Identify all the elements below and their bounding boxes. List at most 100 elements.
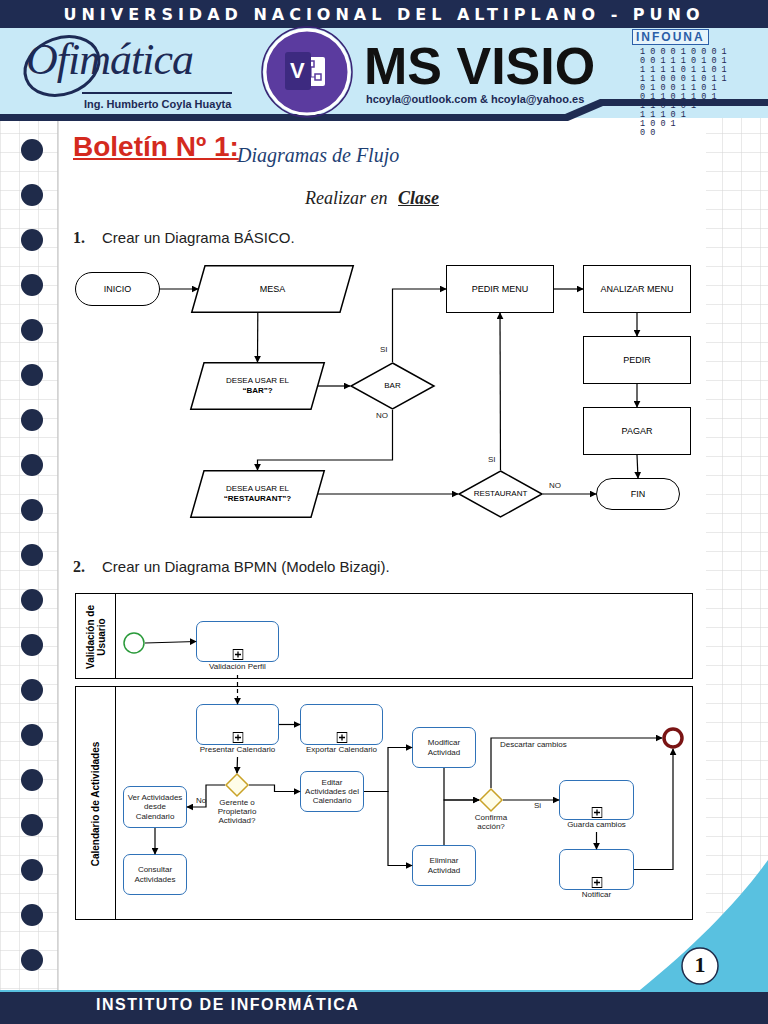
binding-hole xyxy=(21,904,43,926)
node-text: ANALIZAR MENU xyxy=(600,284,673,295)
node-text: PEDIR xyxy=(623,355,651,366)
decision-diamond: RESTAURANT xyxy=(458,470,543,518)
binding-hole xyxy=(21,634,43,656)
node-text: INICIO xyxy=(104,284,132,295)
binding-hole xyxy=(21,319,43,341)
bulletin-title: Boletín Nº 1: xyxy=(73,131,239,163)
binding-hole xyxy=(21,724,43,746)
connector xyxy=(543,493,596,494)
footer-text: INSTITUTO DE INFORMÁTICA xyxy=(96,996,359,1014)
visio-tile xyxy=(285,52,311,90)
shape-outline xyxy=(225,773,249,797)
node-text: PAGAR xyxy=(622,426,653,437)
node-label: Presentar Calendario xyxy=(188,745,288,754)
lane-title: Validación de Usuario xyxy=(78,598,114,676)
binding-hole xyxy=(21,139,43,161)
marker-plus xyxy=(594,812,600,813)
top-band xyxy=(0,0,768,28)
exercise-number: 1. xyxy=(73,229,85,247)
task-box: Exportar Calendario xyxy=(300,704,383,745)
binding-hole xyxy=(21,184,43,206)
visio-icon xyxy=(265,30,349,114)
contact-email: hcoyla@outlook.com & hcoyla@yahoo.es xyxy=(366,93,584,105)
node-text: Editar Actividades del Calendario xyxy=(303,778,361,806)
node-text-area: Editar Actividades del Calendario xyxy=(301,772,363,811)
subprocess-marker xyxy=(591,807,602,818)
data-parallelogram: DESEA USAR EL“BAR”? xyxy=(190,362,325,410)
author-name: Ing. Humberto Coyla Huayta xyxy=(84,98,231,110)
node-text: Consultar Actividades xyxy=(126,865,184,883)
parallelogram-outline xyxy=(191,471,325,518)
edge-label: SI xyxy=(488,455,496,464)
shape-outline xyxy=(479,788,503,812)
node-text-area: Eliminar Actividad xyxy=(413,846,475,885)
sheet xyxy=(58,118,706,990)
instruction-text: Realizar en xyxy=(305,188,388,209)
node-text: PEDIR MENU xyxy=(472,284,529,295)
connector xyxy=(499,313,501,470)
connector xyxy=(636,313,637,336)
edge-label: Si xyxy=(534,801,541,810)
terminal-shape: FIN xyxy=(596,478,680,510)
binary-digits: 1 1 0 0 0 1 0 1 1 xyxy=(640,75,727,84)
binding-hole xyxy=(21,949,43,971)
swimlane: Validación de UsuarioValidación Perfil xyxy=(75,593,693,679)
binding-hole xyxy=(21,679,43,701)
binding-hole xyxy=(21,544,43,566)
exercise-text: Crear un Diagrama BPMN (Modelo Bizagi). xyxy=(102,558,390,575)
binding-hole xyxy=(21,454,43,476)
node-text: “BAR”? xyxy=(242,386,272,396)
marker-box xyxy=(337,733,347,743)
process-box: PEDIR MENU xyxy=(446,265,554,313)
node-text-area: DESEA USAR EL“BAR”? xyxy=(190,362,325,410)
swimlane: Calendario de ActividadesPresentar Calen… xyxy=(75,686,693,920)
node-text: RESTAURANT xyxy=(474,489,528,499)
binding-hole xyxy=(21,499,43,521)
node-text: DESEA USAR EL xyxy=(226,376,289,386)
binary-digits: 1 1 1 0 1 xyxy=(640,111,686,120)
task-box: Ver Actividades desde Calendario xyxy=(123,786,187,828)
connector xyxy=(637,455,638,478)
binary-digits: 0 1 1 0 1 1 0 1 xyxy=(640,93,717,102)
logo-underline xyxy=(82,92,232,94)
connector xyxy=(257,313,258,362)
node-label: Notificar xyxy=(562,890,632,899)
binding-hole xyxy=(21,229,43,251)
node-text-area: PAGAR xyxy=(584,408,690,454)
marker-plus xyxy=(594,882,600,883)
connector xyxy=(318,385,350,386)
shape-outline xyxy=(123,632,145,654)
header-band xyxy=(0,28,768,118)
edge-label: NO xyxy=(376,411,388,420)
binding-hole xyxy=(21,769,43,791)
logo-text: Ofimática xyxy=(26,34,193,85)
node-text: DESEA USAR EL xyxy=(226,484,289,494)
binding-holes xyxy=(21,139,43,971)
node-text: FIN xyxy=(631,489,646,500)
node-label: Confirma acción? xyxy=(463,813,519,831)
event-circle xyxy=(124,633,144,653)
edge-label: No xyxy=(196,796,206,805)
connector xyxy=(636,384,637,407)
parallelogram-outline xyxy=(191,363,325,410)
edge-label: Descartar cambios xyxy=(500,740,567,749)
subprocess-marker xyxy=(232,649,243,660)
diamond-outline xyxy=(226,774,248,796)
edge-label: NO xyxy=(549,481,561,490)
connector xyxy=(393,289,447,362)
bulletin-subtitle: Diagramas de Flujo xyxy=(237,144,399,167)
exercise-number: 2. xyxy=(73,558,85,576)
binary-digits: 0 0 1 1 1 0 1 0 1 xyxy=(640,57,727,66)
visio-icon-ring xyxy=(262,27,352,117)
marker-box xyxy=(233,733,243,743)
brand-logo: INFOUNA xyxy=(632,29,709,45)
binding-hole xyxy=(21,409,43,431)
diamond-outline xyxy=(480,789,502,811)
node-text-area: ANALIZAR MENU xyxy=(584,266,690,312)
node-text-area: MESA xyxy=(191,265,354,313)
node-text-area: Consultar Actividades xyxy=(124,855,186,894)
node-text-area: Modificar Actividad xyxy=(413,728,475,767)
node-text-area: Ver Actividades desde Calendario xyxy=(124,787,186,827)
